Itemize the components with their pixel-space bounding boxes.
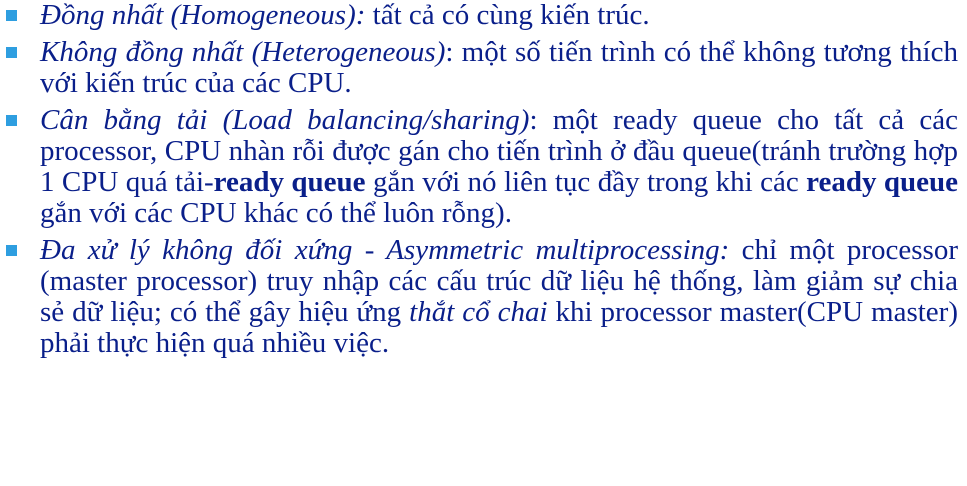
bullet-load-balancing: Cân bằng tải (Load balancing/sharing): m… (6, 105, 958, 229)
square-bullet-icon (6, 47, 17, 58)
term-load-balancing: Cân bằng tải (Load balancing/sharing) (40, 104, 530, 136)
bold-ready-queue-a: ready queue (213, 166, 366, 198)
term-homogeneous: Đồng nhất (Homogeneous): (40, 0, 366, 31)
bullet-homogeneous: Đồng nhất (Homogeneous): tất cả có cùng … (6, 0, 958, 31)
square-bullet-icon (6, 10, 17, 21)
text-load-balancing-c: gắn với các CPU khác có thể luôn rỗng). (40, 197, 512, 229)
bullet-heterogeneous: Không đồng nhất (Heterogeneous): một số … (6, 37, 958, 99)
italic-bottleneck: thắt cổ chai (409, 296, 548, 328)
text-load-balancing-a: : một ready queue cho tất cả các process… (40, 104, 959, 198)
text-asymmetric-a: chỉ một processor (master processor) tru… (40, 234, 958, 328)
term-heterogeneous: Không đồng nhất (Heterogeneous) (40, 36, 446, 68)
bullet-list: Đồng nhất (Homogeneous): tất cả có cùng … (6, 0, 958, 365)
bullet-asymmetric: Đa xử lý không đối xứng - Asymmetric mul… (6, 235, 958, 359)
text-load-balancing-b: gắn với nó liên tục đầy trong khi các (365, 166, 807, 198)
text-asymmetric-b: khi processor master(CPU master) phải th… (40, 296, 958, 359)
term-asymmetric: Đa xử lý không đối xứng - Asymmetric mul… (40, 234, 730, 266)
bold-ready-queue-b: ready queue (806, 166, 958, 198)
square-bullet-icon (6, 245, 17, 256)
text-homogeneous: tất cả có cùng kiến trúc. (365, 0, 650, 31)
text-heterogeneous: : một số tiến trình có thể không tương t… (40, 36, 958, 99)
square-bullet-icon (6, 115, 17, 126)
